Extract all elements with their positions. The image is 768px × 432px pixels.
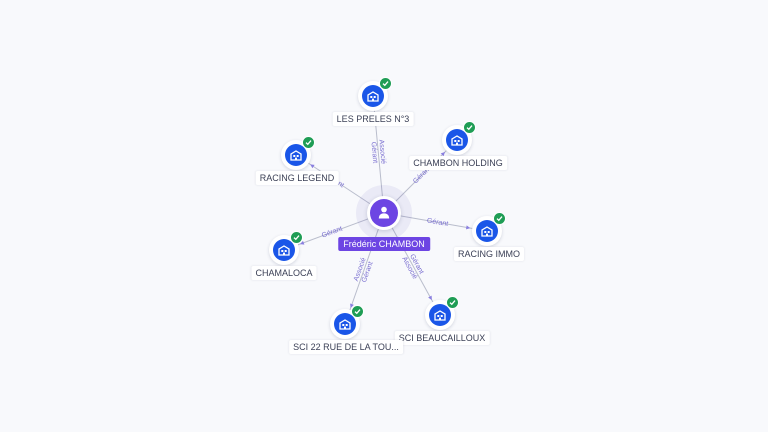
edge-arrow-racing-legend [310,164,315,169]
person-node[interactable] [367,196,401,230]
edge-arrow-chambon-holding [440,152,445,157]
person-name-label[interactable]: Frédéric CHAMBON [338,237,430,251]
check-badge-icon [493,212,506,225]
check-badge-icon [463,121,476,134]
edge-role-label: Gérant [426,217,448,228]
company-name-label[interactable]: CHAMBON HOLDING [409,156,507,170]
check-badge-icon [379,77,392,90]
company-name-label[interactable]: SCI BEAUCAILLOUX [394,331,490,345]
edge-arrow-racing-immo [465,225,471,230]
company-node-chambon-holding[interactable] [442,121,476,155]
company-name-label[interactable]: LES PRELES N°3 [332,112,414,126]
company-node-chamaloca[interactable] [269,231,303,265]
check-badge-icon [302,136,315,149]
company-name-label[interactable]: CHAMALOCA [251,266,317,280]
person-icon [370,199,398,227]
edge-arrow-chamaloca [299,240,305,245]
company-node-les-preles[interactable] [358,77,392,111]
edge-arrow-sci-beaucailloux [428,295,432,301]
building-icon [476,220,498,242]
building-icon [429,304,451,326]
company-name-label[interactable]: RACING IMMO [454,247,524,261]
check-badge-icon [446,296,459,309]
building-icon [446,129,468,151]
building-icon [362,85,384,107]
building-icon [285,144,307,166]
edge-arrow-sci-22-rue [350,303,354,308]
company-name-label[interactable]: SCI 22 RUE DE LA TOU... [289,340,403,354]
company-node-sci-22-rue[interactable] [330,305,364,339]
company-node-sci-beaucailloux[interactable] [425,296,459,330]
edge-role-label: Associé [377,139,386,164]
building-icon [273,239,295,261]
check-badge-icon [351,305,364,318]
company-name-label[interactable]: RACING LEGEND [255,171,339,185]
check-badge-icon [290,231,303,244]
company-node-racing-legend[interactable] [281,136,315,170]
company-node-racing-immo[interactable] [472,212,506,246]
building-icon [334,313,356,335]
edge-role-label: Gérant [369,142,378,164]
